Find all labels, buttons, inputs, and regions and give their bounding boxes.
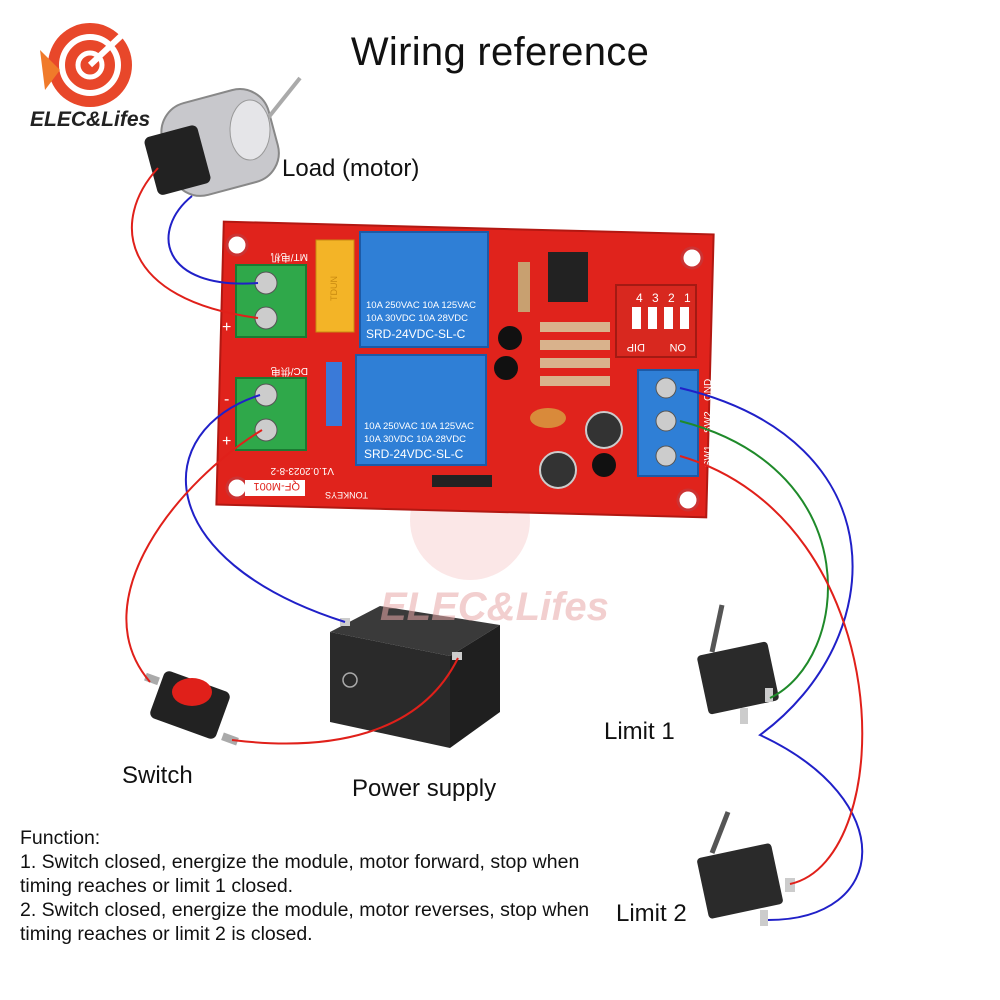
brand-name: ELEC&Lifes [30,108,151,131]
page-title: Wiring reference [350,30,650,74]
limit-switch-1 [697,604,779,724]
label-switch: Switch [122,762,193,789]
function-heading: Function: [20,827,101,849]
wire-motor-blue [167,195,259,285]
relay2-rating1: 10A 250VAC 10A 125VAC [364,421,474,432]
board-text: 10A 250VAC 10A 125VAC 10A 30VDC 10A 28VD… [222,251,714,500]
wire-sw1-red [679,455,864,885]
motor [144,76,302,197]
wire-motor-red [130,167,259,319]
brand-logo [40,23,132,107]
relay1-model: SRD-24VDC-SL-C [366,327,466,341]
minus-mark-1: - [224,391,229,408]
plus-mark-2: + [222,433,231,450]
terminal-gnd-label: GND [703,379,714,401]
wire-sw2-green [679,420,829,699]
maker-label: TONKEYS [325,490,368,500]
plus-mark-1: + [222,319,231,336]
motor-terminal-label: MT/电机 [271,251,308,264]
battery [330,606,500,748]
dip-label: DIP [627,341,645,353]
fuse-label: TDUN [329,276,339,301]
label-load-motor: Load (motor) [282,155,420,182]
function-description: Function: 1. Switch closed, energize the… [20,826,600,946]
power-terminal-label: DC/供电 [271,365,308,378]
label-power-supply: Power supply [352,775,497,802]
dip-number-2: 2 [668,291,675,305]
relay2-model: SRD-24VDC-SL-C [364,447,464,461]
dip-number-1: 1 [684,291,691,305]
function-item-2: 2. Switch closed, energize the module, m… [20,899,590,945]
relay1-rating2: 10A 30VDC 10A 28VDC [366,313,468,324]
relay1-rating1: 10A 250VAC 10A 125VAC [366,300,476,311]
label-limit-1: Limit 1 [604,718,675,745]
function-item-1: 1. Switch closed, energize the module, m… [20,851,580,897]
limit-switch-2 [697,811,795,926]
relay-module-board [215,220,715,519]
dip-on-label: ON [669,341,686,353]
terminal-sw2-label: SW2 [703,411,714,433]
version-label: V1.0.2023-8-2 [270,465,334,476]
watermark-text: ELEC&Lifes [380,585,609,629]
relay2-rating2: 10A 30VDC 10A 28VDC [364,434,466,445]
dip-number-3: 3 [652,291,659,305]
wire-gnd-blue [679,387,864,921]
terminal-sw1-label: SW1 [703,445,714,467]
push-switch [144,671,239,746]
dip-number-4: 4 [636,291,643,305]
wires [125,167,864,921]
wire-power-blue [185,394,346,623]
wire-switch-red [125,429,263,683]
wire-switch-battery [231,657,459,745]
label-limit-2: Limit 2 [616,900,687,927]
model-label: QF-M001 [254,480,300,492]
